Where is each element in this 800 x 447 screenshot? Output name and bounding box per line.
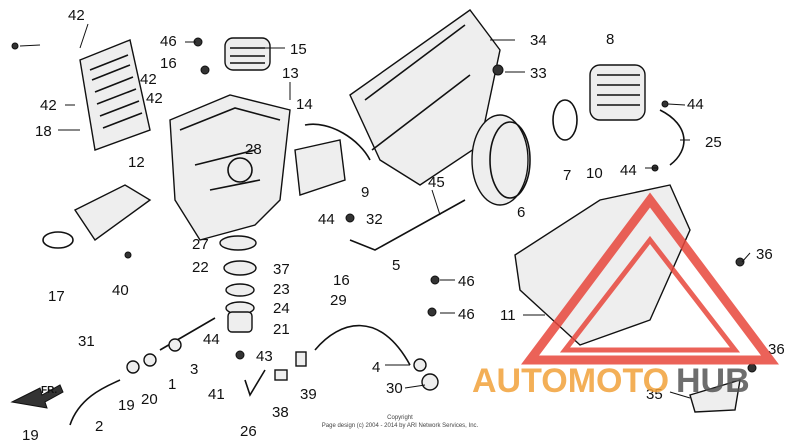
piece-35: [689, 379, 741, 413]
label-2: 2: [95, 418, 103, 435]
label-fr: FR.: [41, 385, 57, 396]
label-46c: 46: [458, 306, 475, 323]
copyright-line1: Copyright: [387, 415, 413, 421]
label-44c: 44: [318, 211, 335, 228]
label-40: 40: [112, 282, 129, 299]
label-1: 1: [168, 376, 176, 393]
label-41: 41: [208, 386, 225, 403]
tube-45: [349, 199, 466, 251]
label-39: 39: [300, 386, 317, 403]
label-3: 3: [190, 361, 198, 378]
hose-29: [314, 324, 411, 366]
label-30: 30: [386, 380, 403, 397]
hose-2: [69, 379, 121, 426]
label-16b: 16: [333, 272, 350, 289]
label-46a: 46: [160, 33, 177, 50]
label-42b: 42: [140, 71, 157, 88]
label-24: 24: [273, 300, 290, 317]
label-12: 12: [128, 154, 145, 171]
label-21: 21: [273, 321, 290, 338]
part-labels: 42 46 15 16 42 42 13 34 33 8 44 42 18 14…: [22, 7, 785, 444]
grommet-33: [492, 64, 504, 76]
label-42a: 42: [68, 7, 85, 24]
label-13: 13: [282, 65, 299, 82]
label-23: 23: [273, 281, 290, 298]
label-8: 8: [606, 31, 614, 48]
hose-26: [244, 369, 266, 397]
clamp-4: [413, 358, 427, 372]
label-5: 5: [392, 257, 400, 274]
label-25: 25: [705, 134, 722, 151]
filter-element-15: [224, 37, 271, 71]
bracket-14: [294, 139, 346, 196]
front-arrow: [10, 384, 64, 409]
bolts: [11, 37, 757, 373]
watermark: AUTOMOTO HUB: [472, 192, 779, 400]
label-38: 38: [272, 404, 289, 421]
label-15: 15: [290, 41, 307, 58]
label-16a: 16: [160, 55, 177, 72]
watermark-triangle-icon: [521, 192, 779, 365]
label-7: 7: [563, 167, 571, 184]
label-44b: 44: [620, 162, 637, 179]
label-32: 32: [366, 211, 383, 228]
label-46b: 46: [458, 273, 475, 290]
label-43: 43: [256, 348, 273, 365]
filter-8: [589, 64, 646, 121]
label-18: 18: [35, 123, 52, 140]
label-28: 28: [245, 141, 262, 158]
label-33: 33: [530, 65, 547, 82]
small-fittings: [126, 317, 216, 374]
clamp-30: [421, 373, 439, 391]
label-35: 35: [646, 386, 663, 403]
label-34: 34: [530, 32, 547, 49]
label-11: 11: [500, 307, 516, 324]
label-44d: 44: [203, 331, 220, 348]
air-box-13: [169, 94, 291, 241]
label-29: 29: [330, 292, 347, 309]
label-17: 17: [48, 288, 65, 305]
label-31: 31: [78, 333, 95, 350]
label-27: 27: [192, 236, 209, 253]
label-26: 26: [240, 423, 257, 440]
ring-7: [552, 99, 578, 141]
label-36a: 36: [756, 246, 773, 263]
watermark-text-b: HUB: [676, 362, 750, 400]
label-14: 14: [296, 96, 313, 113]
label-4: 4: [372, 359, 380, 376]
label-42c: 42: [146, 90, 163, 107]
hose-25: [659, 109, 685, 166]
element-6: [471, 114, 531, 206]
label-6: 6: [517, 204, 525, 221]
label-45: 45: [428, 174, 445, 191]
copyright-line2: Page design (c) 2004 - 2014 by ARI Netwo…: [322, 423, 479, 429]
label-22: 22: [192, 259, 209, 276]
label-42d: 42: [40, 97, 57, 114]
clip-38: [274, 369, 288, 381]
label-19a: 19: [118, 397, 135, 414]
label-9: 9: [361, 184, 369, 201]
label-37: 37: [273, 261, 290, 278]
label-36b: 36: [768, 341, 785, 358]
leader-lines: [19, 23, 751, 399]
carb-stack: [219, 235, 257, 333]
clip-39: [295, 351, 307, 367]
strap-9: [304, 123, 371, 161]
label-44a: 44: [687, 96, 704, 113]
cover-plate-18: [79, 39, 151, 151]
watermark-text-a: AUTOMOTO: [472, 362, 669, 400]
label-19b: 19: [22, 427, 39, 444]
label-10: 10: [586, 165, 603, 182]
label-20: 20: [141, 391, 158, 408]
duct-12: [42, 184, 152, 249]
